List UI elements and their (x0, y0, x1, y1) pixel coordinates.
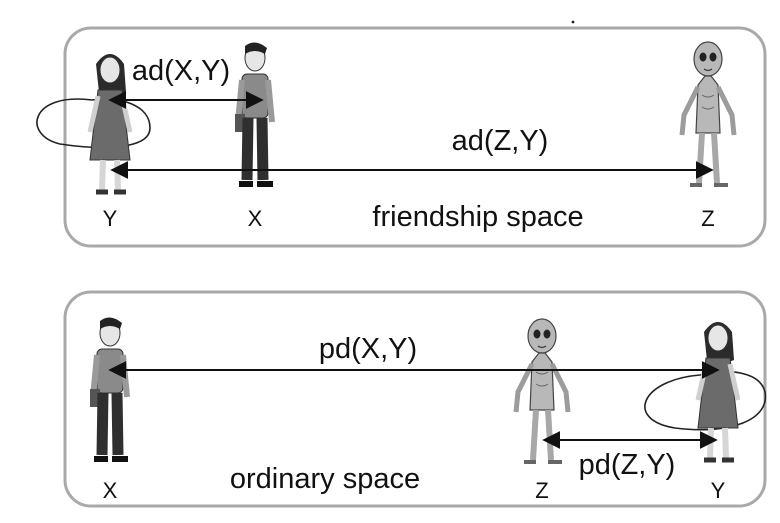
relation-pd-xy: pd(X,Y) (319, 333, 417, 365)
space-label-ordinary: ordinary space (230, 463, 420, 495)
stray-dot (571, 20, 575, 24)
label-x: X (103, 478, 118, 503)
ordinary-panel: pd(X,Y) pd(Z,Y) X Z Y ordinary space (63, 290, 767, 508)
relation-ad-xy: ad(X,Y) (132, 55, 230, 87)
label-z: Z (535, 478, 548, 503)
friendship-panel: ad(X,Y) ad(Z,Y) Y X Z friendship space (36, 20, 767, 248)
label-x: X (248, 206, 263, 231)
label-z: Z (701, 206, 714, 231)
label-y: Y (103, 206, 118, 231)
relation-pd-zy: pd(Z,Y) (579, 449, 676, 481)
label-y: Y (711, 478, 726, 503)
relation-ad-zy: ad(Z,Y) (452, 125, 549, 157)
space-label-friendship: friendship space (372, 201, 583, 233)
